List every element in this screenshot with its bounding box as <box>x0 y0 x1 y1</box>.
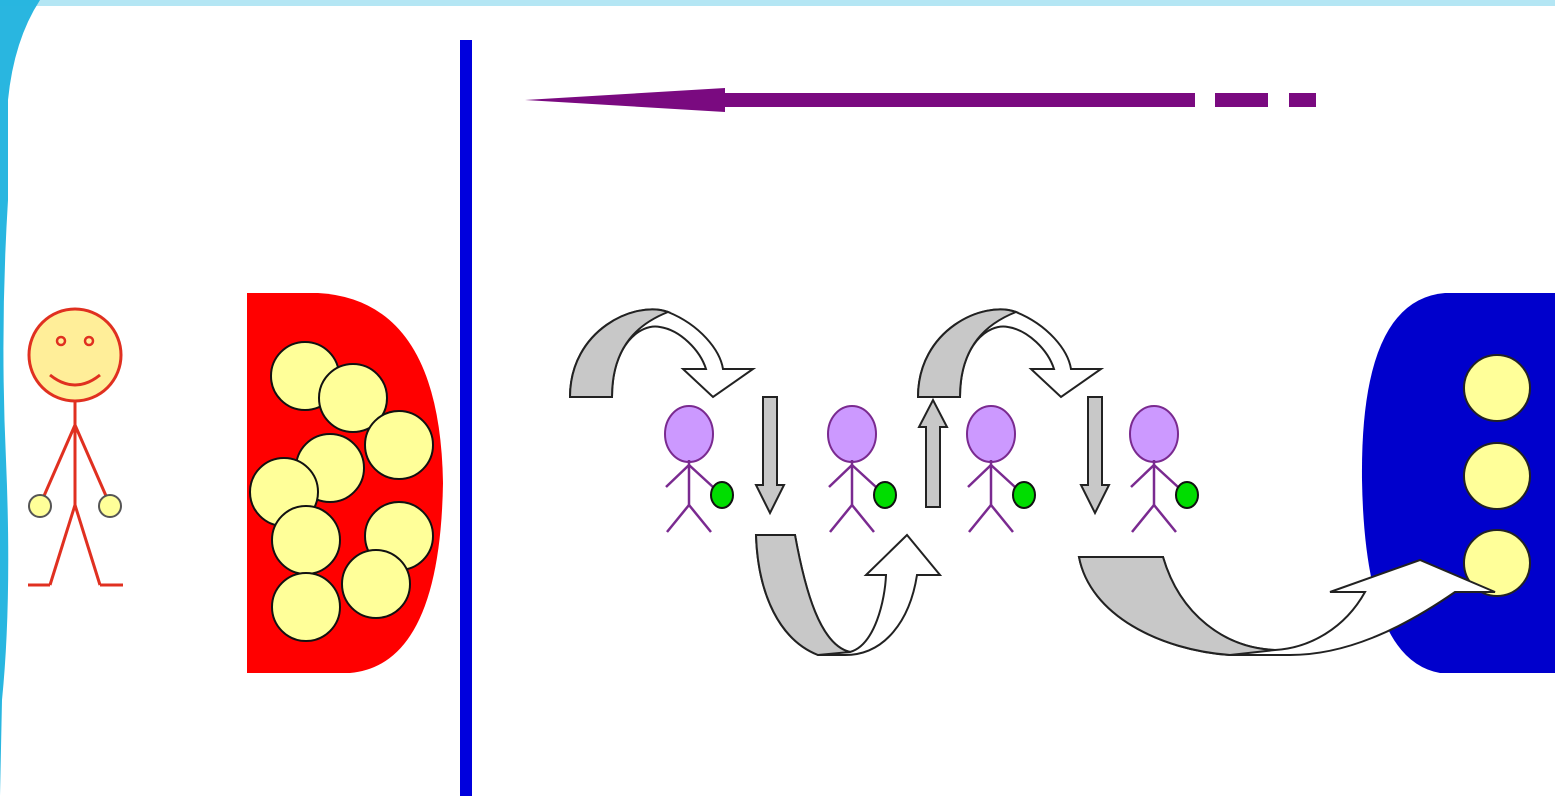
agent-leg-left <box>829 504 853 533</box>
up-arrow-1 <box>917 397 949 508</box>
time-arrow-icon <box>525 88 1316 112</box>
agent-figure-icon <box>1129 405 1199 533</box>
frame-top-band <box>0 0 1555 6</box>
frame-accent-shape <box>0 0 40 796</box>
coin-icon <box>1463 442 1531 510</box>
coin-icon <box>318 363 388 433</box>
customer-figure-icon <box>27 307 123 587</box>
agent-figure-icon <box>966 405 1036 533</box>
held-coin-icon <box>28 494 52 518</box>
down-arrow-icon <box>754 396 786 516</box>
curved-arrow-3-shade <box>916 308 1019 398</box>
vertical-divider <box>460 40 472 796</box>
customer-head <box>27 307 123 403</box>
agent-leg-right <box>1153 504 1177 533</box>
coin-icon <box>1463 529 1531 597</box>
time-arrow-dash-2 <box>1289 93 1316 107</box>
agent-coin-icon <box>710 481 734 509</box>
agent-arm-left <box>967 464 992 488</box>
time-arrow-dash-1 <box>1215 93 1268 107</box>
agent-arm-left <box>828 464 853 488</box>
agent-head <box>664 405 714 463</box>
agent-figure-icon <box>664 405 734 533</box>
coin-icon <box>271 505 341 575</box>
agent-arm-right <box>688 464 714 488</box>
agent-arm-right <box>851 464 877 488</box>
agent-head <box>827 405 877 463</box>
time-arrow-head <box>525 88 725 112</box>
coin-icon <box>341 549 411 619</box>
agent-leg-right <box>851 504 875 533</box>
agent-leg-left <box>968 504 992 533</box>
agent-coin-icon <box>1175 481 1199 509</box>
agent-leg-right <box>990 504 1014 533</box>
curved-arrow-icon <box>916 308 1105 399</box>
down-arrow-2 <box>1079 396 1111 516</box>
time-arrow-shaft <box>720 93 1195 107</box>
curved-arrow-icon <box>1077 556 1496 657</box>
coin-icon <box>364 410 434 480</box>
agent-arm-left <box>1130 464 1155 488</box>
down-arrow-icon <box>1079 396 1111 516</box>
down-arrow-1 <box>754 396 786 516</box>
curved-arrow-icon <box>568 308 757 399</box>
curved-arrow-1-shade <box>568 308 671 398</box>
curved-arrow-icon <box>754 533 943 657</box>
agent-head <box>966 405 1016 463</box>
red-container-icon <box>247 293 443 673</box>
agent-head <box>1129 405 1179 463</box>
agent-arm-right <box>990 464 1016 488</box>
agent-leg-left <box>666 504 690 533</box>
customer-leg-left <box>48 504 77 586</box>
curved-arrow-4-shade <box>1077 556 1276 657</box>
agent-figure-icon <box>827 405 897 533</box>
agent-arm-left <box>665 464 690 488</box>
agent-coin-icon <box>1012 481 1036 509</box>
customer-smile <box>49 373 101 387</box>
customer-arm-left <box>38 424 77 506</box>
agent-arm-right <box>1153 464 1179 488</box>
customer-eye-right <box>83 335 95 347</box>
up-arrow-icon <box>917 397 949 508</box>
agent-leg-left <box>1131 504 1155 533</box>
held-coin-icon <box>98 494 122 518</box>
customer-eye-left <box>55 335 67 347</box>
agent-coin-icon <box>873 481 897 509</box>
curved-arrow-2-shade <box>754 534 851 657</box>
agent-leg-right <box>688 504 712 533</box>
coin-icon <box>271 572 341 642</box>
customer-arm-right <box>73 424 112 506</box>
customer-leg-right <box>73 504 102 586</box>
coin-icon <box>1463 354 1531 422</box>
